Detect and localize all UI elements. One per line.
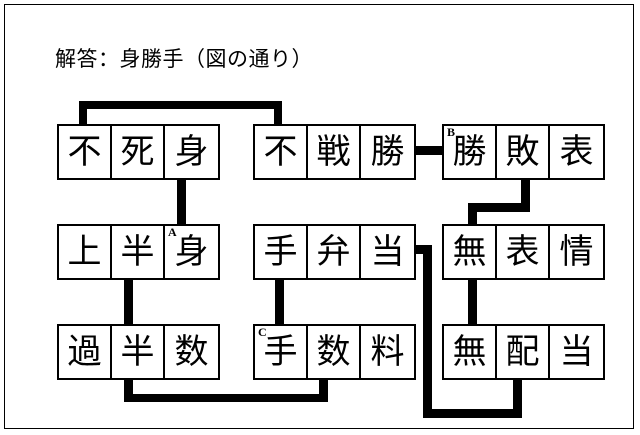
kanji-glyph: 敗 — [505, 132, 540, 172]
connector-te-vertical — [275, 274, 284, 326]
connector-sho-horizontal — [412, 146, 444, 155]
word-box-tebento[interactable]: 手弁当 — [253, 224, 416, 280]
connector-han-vertical — [124, 274, 133, 326]
kanji-glyph: 数 — [316, 332, 351, 372]
kanji-cell[interactable]: 不 — [59, 126, 112, 178]
kanji-glyph: 過 — [67, 332, 102, 372]
kanji-cell[interactable]: 配 — [497, 326, 550, 378]
connector-fu-top-right-riser — [274, 101, 282, 126]
kanji-glyph: 弁 — [316, 232, 351, 272]
kanji-glyph: 配 — [505, 332, 540, 372]
word-box-fusensho[interactable]: 不戦勝 — [253, 124, 416, 180]
kanji-cell[interactable]: 情 — [550, 226, 603, 278]
connector-hyo-riser — [521, 174, 530, 211]
kanji-glyph: 表 — [559, 132, 594, 172]
kanji-glyph: 不 — [67, 132, 102, 172]
word-box-fushimi[interactable]: 不死身 — [57, 124, 220, 180]
kanji-glyph: 無 — [452, 332, 487, 372]
word-box-muhyojo[interactable]: 無表情 — [442, 224, 605, 280]
kanji-cell[interactable]: 無 — [444, 226, 497, 278]
kanji-glyph: 上 — [67, 232, 102, 272]
kanji-cell[interactable]: 手 — [255, 226, 308, 278]
kanji-glyph: 半 — [120, 232, 155, 272]
kanji-glyph: 表 — [505, 232, 540, 272]
connector-fu-top-bar — [79, 101, 282, 109]
connector-su-left-riser — [124, 374, 133, 402]
connector-to-long-vertical — [423, 245, 432, 417]
kanji-cell[interactable]: 不 — [255, 126, 308, 178]
kanji-cell[interactable]: 数 — [165, 326, 218, 378]
kanji-glyph: 情 — [559, 232, 594, 272]
kanji-cell[interactable]: 半 — [112, 326, 165, 378]
connector-mi-vertical — [177, 174, 186, 226]
kanji-cell[interactable]: 無 — [444, 326, 497, 378]
kanji-cell[interactable]: 数 — [308, 326, 361, 378]
word-box-kahansu[interactable]: 過半数 — [57, 324, 220, 380]
kanji-cell[interactable]: 敗 — [497, 126, 550, 178]
kanji-cell[interactable]: 表 — [497, 226, 550, 278]
kanji-cell[interactable]: 当 — [550, 326, 603, 378]
connector-hyo-drop — [468, 203, 477, 226]
kanji-glyph: 数 — [174, 332, 209, 372]
cell-tag-b: B — [447, 125, 456, 139]
kanji-cell[interactable]: 過 — [59, 326, 112, 378]
page-title: 解答：身勝手（図の通り） — [55, 47, 313, 71]
kanji-glyph: 不 — [263, 132, 298, 172]
connector-fu-top-left-riser — [79, 101, 87, 126]
kanji-glyph: 手 — [263, 232, 298, 272]
kanji-glyph: 死 — [120, 132, 155, 172]
kanji-glyph: 当 — [559, 332, 594, 372]
connector-mu-vertical — [468, 274, 477, 326]
kanji-glyph: 半 — [120, 332, 155, 372]
kanji-glyph: 手 — [263, 332, 298, 372]
kanji-glyph: 当 — [370, 232, 405, 272]
connector-hyo-crossbar — [468, 203, 530, 212]
kanji-cell[interactable]: 戦 — [308, 126, 361, 178]
kanji-glyph: 戦 — [316, 132, 351, 172]
kanji-glyph: 身 — [174, 132, 209, 172]
kanji-cell[interactable]: 死 — [112, 126, 165, 178]
kanji-glyph: 無 — [452, 232, 487, 272]
kanji-cell[interactable]: 半 — [112, 226, 165, 278]
connector-to-bottom-bar — [423, 409, 522, 418]
connector-to-right-riser — [513, 374, 522, 418]
kanji-glyph: 身 — [174, 232, 209, 272]
connector-su-right-riser — [319, 374, 328, 402]
kanji-cell[interactable]: 当 — [361, 226, 414, 278]
word-box-muhaito[interactable]: 無配当 — [442, 324, 605, 380]
kanji-cell[interactable]: 表 — [550, 126, 603, 178]
kanji-cell[interactable]: 勝 — [361, 126, 414, 178]
kanji-glyph: 勝 — [370, 132, 405, 172]
kanji-glyph: 勝 — [452, 132, 487, 172]
kanji-cell[interactable]: 身 — [165, 126, 218, 178]
cell-tag-c: C — [258, 325, 267, 339]
kanji-cell[interactable]: 弁 — [308, 226, 361, 278]
kanji-cell[interactable]: 料 — [361, 326, 414, 378]
connector-to-stub — [407, 245, 432, 254]
kanji-glyph: 料 — [370, 332, 405, 372]
connector-su-bottom-bar — [124, 394, 327, 402]
kanji-cell[interactable]: 上 — [59, 226, 112, 278]
cell-tag-a: A — [168, 225, 177, 239]
